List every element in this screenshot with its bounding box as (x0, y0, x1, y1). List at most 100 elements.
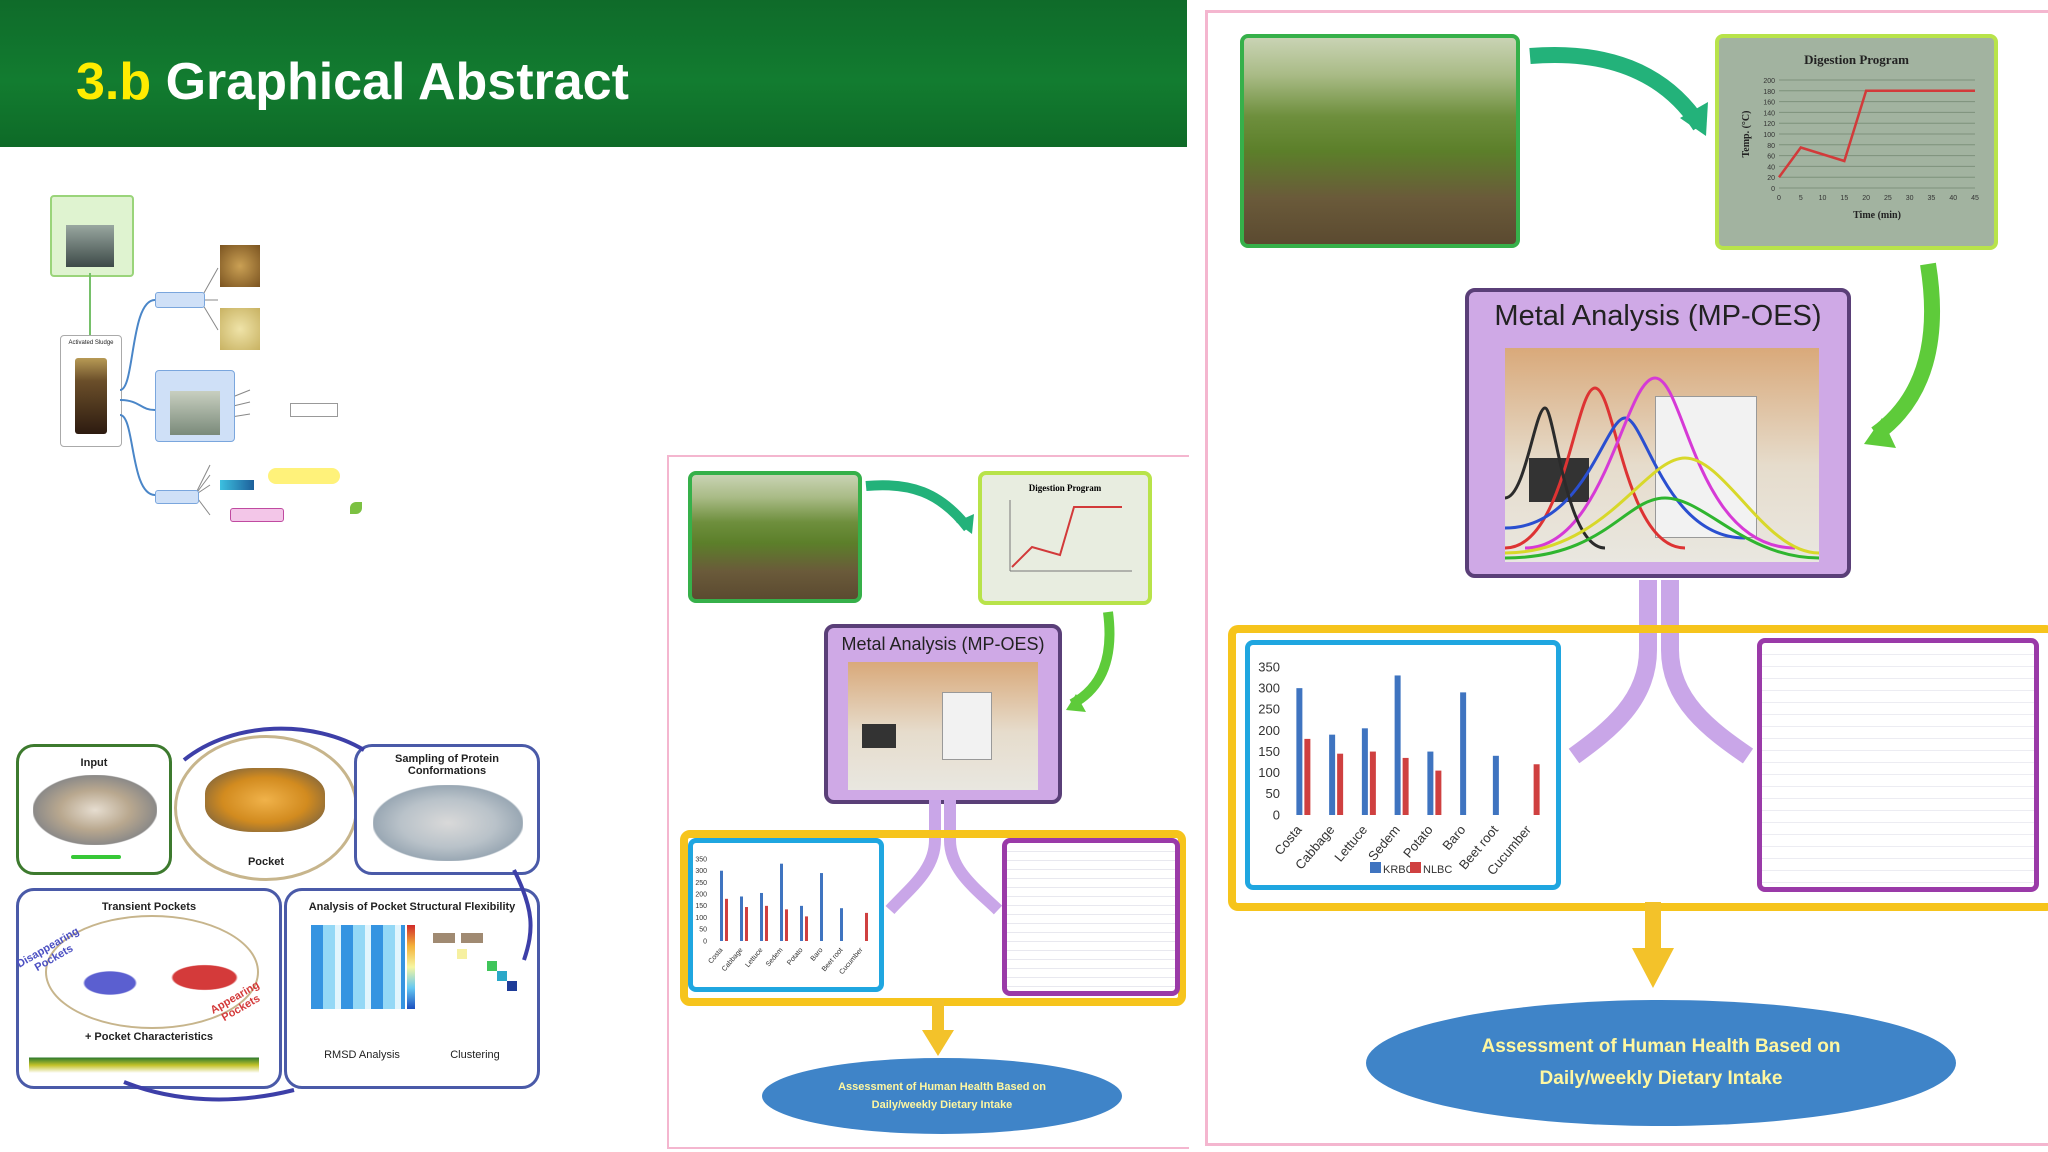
small-assessment-line2: Daily/weekly Dietary Intake (871, 1099, 1013, 1111)
clustering-label: Clustering (450, 1049, 500, 1061)
mindmap-root-node: Activated Sludge (60, 335, 122, 447)
rmsd-heatmap (311, 925, 405, 1009)
big-arrow-yellow (1632, 902, 1674, 988)
micro-photo-2 (220, 308, 260, 350)
bar-nlbc (1369, 751, 1376, 815)
x-tick-label: 45 (1971, 195, 1979, 202)
big-digestion-title: Digestion Program (1804, 52, 1909, 67)
x-tick-label: 5 (1799, 195, 1803, 202)
flexibility-label: Analysis of Pocket Structural Flexibilit… (308, 901, 516, 913)
legend-swatch (1370, 862, 1381, 873)
x-axis-label: Time (min) (1853, 210, 1901, 221)
bar-nlbc (785, 909, 788, 941)
y-tick-label: 100 (1763, 132, 1775, 139)
y-tick-label: 40 (1767, 164, 1775, 171)
y-tick-label: 180 (1763, 89, 1775, 96)
small-digestion-card: Digestion Program (978, 471, 1152, 605)
reactor-photo (170, 391, 220, 435)
y-tick-label: 150 (1258, 744, 1280, 759)
y-tick-label: 50 (699, 927, 707, 934)
y-tick-label: 250 (695, 880, 707, 887)
bar-nlbc (725, 898, 728, 941)
big-table-panel (1757, 638, 2039, 892)
bar-krbc (800, 905, 803, 941)
small-metal-panel: Metal Analysis (MP-OES) (824, 624, 1062, 804)
legend-label: NLBC (1423, 864, 1452, 876)
x-tick-label: 10 (1819, 195, 1827, 202)
x-tick-label: Lettuce (744, 947, 764, 969)
title-number: 3.b (76, 53, 152, 111)
bar-krbc (720, 870, 723, 941)
bar-nlbc (805, 916, 808, 941)
big-bar-chart: 050100150200250300350CostaCabbageLettuce… (1258, 659, 1540, 878)
x-tick-label: 25 (1884, 195, 1892, 202)
big-metal-panel: Metal Analysis (MP-OES) (1465, 288, 1851, 578)
x-tick-label: Potato (1400, 822, 1436, 860)
bar-krbc (1394, 675, 1401, 815)
bar-krbc (1329, 734, 1336, 815)
y-tick-label: 60 (1767, 154, 1775, 161)
mindmap-pink-node (230, 508, 284, 522)
x-tick-label: 40 (1949, 195, 1957, 202)
x-tick-label: 0 (1777, 195, 1781, 202)
big-arrow-right (1529, 47, 1708, 136)
bar-krbc (820, 873, 823, 941)
bar-nlbc (765, 905, 768, 941)
mindmap-figure: Activated Sludge (40, 190, 380, 540)
big-assessment-line1: Assessment of Human Health Based on (1481, 1036, 1841, 1057)
y-tick-label: 100 (695, 915, 707, 922)
mindmap-root-label: Activated Sludge (68, 340, 114, 346)
y-tick-label: 250 (1258, 702, 1280, 717)
mindmap-branch-1 (155, 292, 205, 308)
pocket-label: Pocket (247, 856, 285, 868)
bar-krbc (740, 896, 743, 941)
title-banner (0, 0, 1187, 147)
bar-krbc (1492, 755, 1499, 815)
characteristics-plot (29, 1047, 259, 1073)
big-field-photo (1240, 34, 1520, 248)
small-assessment-line1: Assessment of Human Health Based on (838, 1081, 1046, 1093)
y-tick-label: 20 (1767, 175, 1775, 182)
rmsd-colorbar (407, 925, 415, 1009)
bar-nlbc (745, 907, 748, 941)
y-tick-label: 80 (1767, 143, 1775, 150)
bar-krbc (840, 908, 843, 941)
transient-ellipse (45, 915, 259, 1029)
y-tick-label: 160 (1763, 100, 1775, 107)
bar-krbc (780, 863, 783, 941)
y-tick-label: 120 (1763, 121, 1775, 128)
mindmap-branch-2 (155, 370, 235, 442)
y-tick-label: 300 (1258, 680, 1280, 695)
small-arrow-down (1066, 611, 1115, 712)
y-tick-label: 200 (1763, 78, 1775, 85)
bar-nlbc (1304, 738, 1311, 815)
mindmap-yellow-node (268, 468, 340, 484)
x-tick-label: 35 (1928, 195, 1936, 202)
small-digestion-title: Digestion Program (1028, 483, 1102, 493)
y-tick-label: 0 (703, 938, 707, 945)
mindmap-connectors (89, 267, 251, 516)
series-line (1777, 89, 1975, 178)
x-tick-label: Costa (707, 947, 724, 966)
x-tick-label: Sedem (1365, 822, 1403, 863)
mindmap-cyan-node (220, 480, 254, 490)
spectrum-overlay (1505, 376, 1819, 560)
small-arrow-yellow (922, 1000, 954, 1056)
bar-nlbc (1533, 764, 1540, 815)
legend-swatch (1410, 862, 1421, 873)
bar-nlbc (1435, 770, 1442, 815)
big-assessment-ellipse: Assessment of Human Health Based on Dail… (1366, 1000, 1956, 1126)
title-text: Graphical Abstract (165, 53, 629, 111)
pocket-flow-arrows (123, 726, 533, 1102)
x-tick-label: Lettuce (1331, 822, 1370, 864)
bar-nlbc (865, 912, 868, 941)
y-tick-label: 300 (695, 868, 707, 875)
y-tick-label: 350 (695, 856, 707, 863)
bar-krbc (760, 892, 763, 941)
micro-photo-1 (220, 245, 260, 287)
rmsd-label: RMSD Analysis (324, 1049, 400, 1061)
bar-krbc (1460, 692, 1467, 815)
pocket-figure: Input Pocket Sampling of Protein Conform… (14, 726, 544, 1102)
small-split-arrows (885, 800, 1003, 915)
